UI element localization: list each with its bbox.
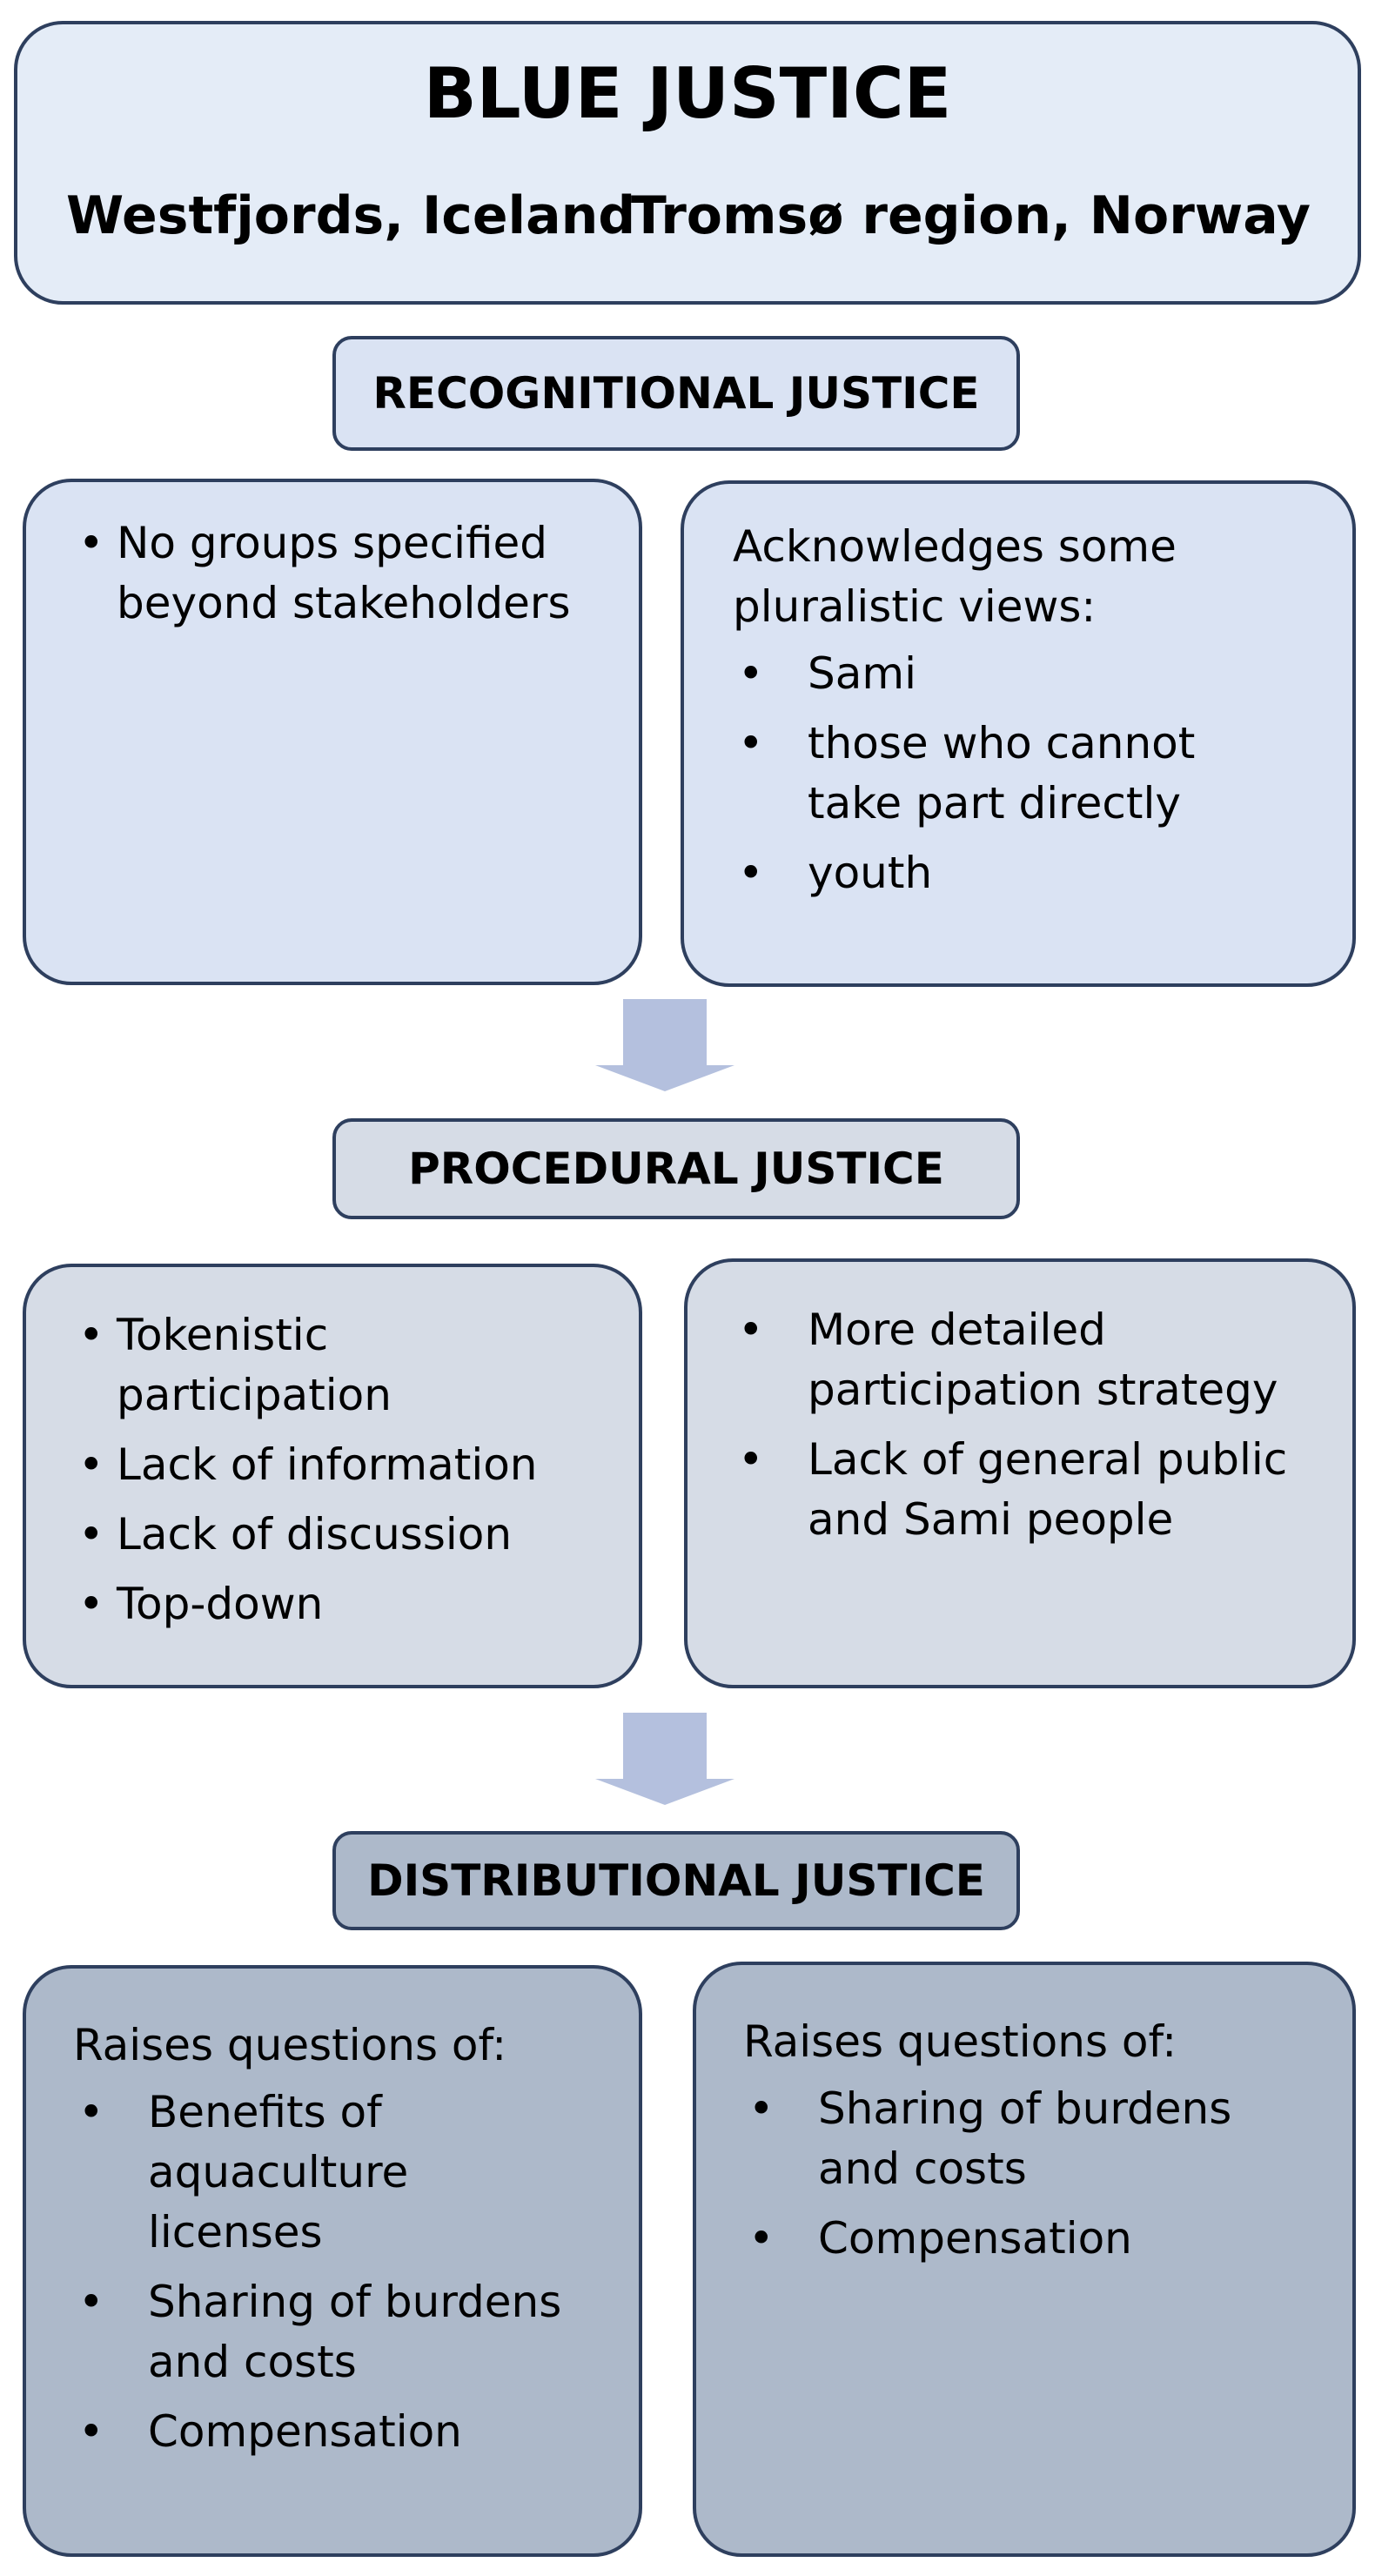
panel-intro: Raises questions of: (743, 2016, 1177, 2067)
list-item-text: Lack of information (117, 1439, 538, 1490)
bullet-icon: • (78, 518, 104, 568)
bullet-icon: • (738, 1305, 764, 1355)
header-box: BLUE JUSTICE Westfjords, Iceland Tromsø … (14, 21, 1361, 305)
list-item: • Compensation (73, 2402, 561, 2462)
bullet-icon: • (738, 648, 764, 699)
bullet-icon: • (78, 1579, 104, 1629)
section-label-procedural: PROCEDURAL JUSTICE (332, 1118, 1020, 1219)
bullet-icon: • (738, 718, 764, 768)
list-item: • Sami (733, 644, 1195, 704)
region-label-right: Tromsø region, Norway (630, 185, 1311, 246)
region-label-left: Westfjords, Iceland (66, 185, 636, 246)
list-item-text: Top-down (117, 1579, 324, 1629)
list-item-text: Lack of discussion (117, 1509, 513, 1560)
bullet-icon: • (78, 1310, 104, 1360)
list-item-text: youth (808, 848, 933, 898)
bullet-icon: • (78, 1439, 104, 1490)
section-label-distributional: DISTRIBUTIONAL JUSTICE (332, 1831, 1020, 1930)
bullet-icon: • (78, 2277, 104, 2327)
bullet-icon: • (738, 1434, 764, 1485)
bullet-icon: • (78, 1509, 104, 1560)
list-item: • youth (733, 843, 1195, 903)
bullet-icon: • (78, 2406, 104, 2457)
list-item: • Compensation (743, 2209, 1231, 2269)
list-item-text: Compensation (148, 2406, 462, 2457)
down-arrow-icon (595, 1713, 734, 1805)
page-title: BLUE JUSTICE (423, 53, 952, 134)
bullet-icon: • (738, 848, 764, 898)
list-item-text: Sami (808, 648, 916, 699)
list-item: • Top-down (75, 1574, 538, 1634)
list-item: • Lack of discussion (75, 1505, 538, 1565)
down-arrow-icon (595, 999, 734, 1091)
bullet-icon: • (748, 2083, 775, 2134)
panel-intro: Raises questions of: (73, 2020, 507, 2070)
section-label-recognitional: RECOGNITIONAL JUSTICE (332, 336, 1020, 451)
list-item: • Lack of information (75, 1435, 538, 1495)
bullet-icon: • (78, 2087, 104, 2137)
distributional-panel-right: Raises questions of: • Sharing of burdens… (693, 1962, 1356, 2557)
bullet-icon: • (748, 2213, 775, 2264)
panel-content: Raises questions of: • Sharing of burdens… (743, 2012, 1231, 2278)
list-item-text: Compensation (818, 2213, 1132, 2264)
